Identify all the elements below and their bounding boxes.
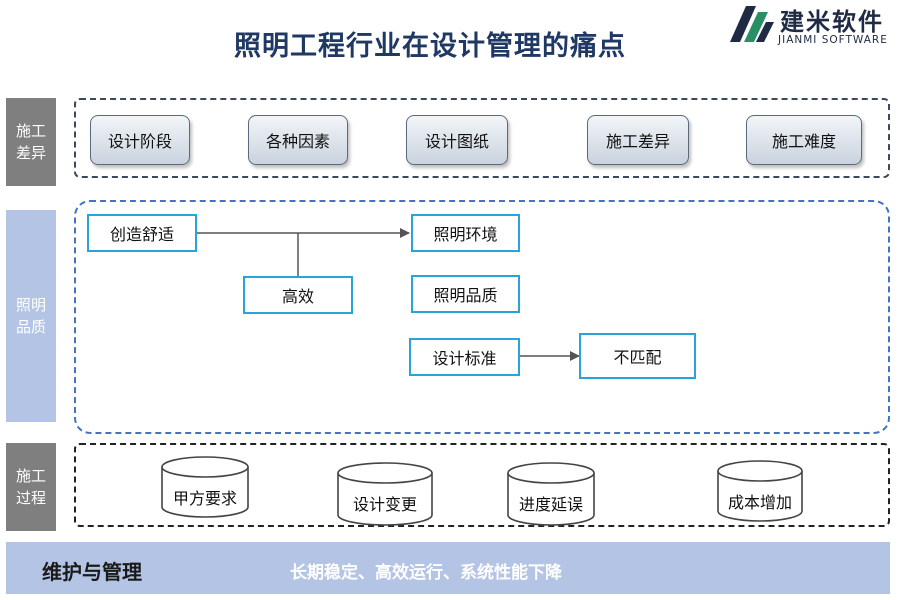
section-label-lighting-quality: 照明品质 [6, 210, 56, 422]
cylinder-label: 甲方要求 [172, 489, 237, 508]
node-efficient: 高效 [243, 276, 353, 314]
cylinder-client-requirements: 甲方要求 [160, 455, 250, 519]
section-label-construction-diff: 施工差异 [6, 98, 56, 186]
maintenance-text: 长期稳定、高效运行、系统性能下降 [290, 563, 562, 583]
node-lighting-environment: 照明环境 [411, 214, 520, 252]
cylinder-schedule-delay: 进度延误 [506, 461, 596, 527]
maintenance-title: 维护与管理 [42, 560, 142, 584]
item-construction-diff: 施工差异 [587, 115, 689, 165]
item-construction-difficulty: 施工难度 [746, 115, 862, 165]
node-lighting-quality: 照明品质 [411, 275, 520, 313]
maintenance-bar: 维护与管理 长期稳定、高效运行、系统性能下降 [6, 542, 890, 594]
cylinder-label: 设计变更 [352, 495, 417, 514]
logo-mark-icon [730, 6, 774, 42]
section-label-construction-process: 施工过程 [6, 443, 56, 531]
item-design-stage: 设计阶段 [90, 115, 190, 165]
node-create-comfort: 创造舒适 [87, 214, 197, 252]
node-design-standard: 设计标准 [409, 338, 520, 376]
cylinder-design-change: 设计变更 [336, 461, 434, 527]
item-design-drawings: 设计图纸 [406, 115, 508, 165]
node-mismatch: 不匹配 [579, 333, 696, 379]
company-logo: 建米软件 JIANMI SOFTWARE [726, 2, 898, 46]
logo-text-en: JIANMI SOFTWARE [778, 34, 888, 46]
frame-lighting-quality [74, 200, 890, 434]
item-various-factors: 各种因素 [248, 115, 348, 165]
frame-construction-process [74, 443, 890, 527]
cylinder-cost-increase: 成本增加 [716, 459, 804, 523]
page-title: 照明工程行业在设计管理的痛点 [234, 31, 626, 62]
cylinder-label: 进度延误 [518, 495, 583, 514]
frame-construction-diff [74, 98, 890, 178]
logo-text-cn: 建米软件 [780, 8, 884, 36]
cylinder-label: 成本增加 [727, 493, 792, 512]
